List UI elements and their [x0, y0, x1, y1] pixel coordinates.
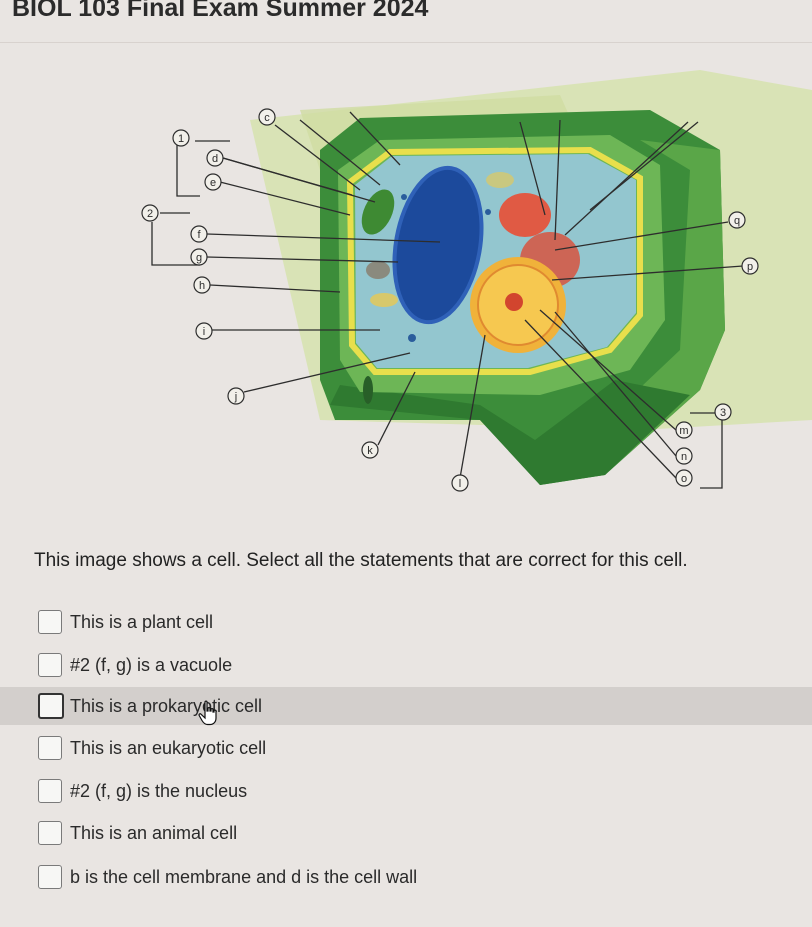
option-prokaryotic-cell[interactable]: This is a prokaryotic cell — [0, 687, 812, 725]
label-q: q — [728, 211, 746, 229]
cell-wall-bottom — [330, 380, 690, 485]
label-n: n — [675, 447, 693, 465]
label-c: c — [258, 108, 276, 126]
nucleolus — [505, 293, 523, 311]
question-prompt: This image shows a cell. Select all the … — [34, 550, 688, 571]
label-3: 3 — [714, 403, 732, 421]
ribosome-dot-3 — [408, 334, 416, 342]
label-l: l — [451, 474, 469, 492]
option-2-vacuole[interactable]: #2 (f, g) is a vacuole — [0, 646, 812, 684]
checkbox[interactable] — [38, 653, 62, 677]
golgi-body — [499, 193, 551, 237]
cell-diagram: 1 2 3 c d e f g h i j k l m n o p q — [141, 70, 812, 492]
label-i: i — [195, 322, 213, 340]
label-j-text: j — [234, 391, 237, 403]
label-q-text: q — [734, 215, 740, 227]
label-o: o — [675, 469, 693, 487]
option-label: This is a prokaryotic cell — [70, 695, 263, 716]
label-o-text: o — [681, 473, 687, 485]
option-label: #2 (f, g) is the nucleus — [70, 780, 248, 801]
label-h: h — [193, 276, 211, 294]
option-label: b is the cell membrane and d is the cell… — [70, 866, 418, 887]
label-3-text: 3 — [720, 407, 726, 419]
plasmodesma — [363, 376, 373, 404]
page-title: BIOL 103 Final Exam Summer 2024 — [12, 0, 429, 22]
option-animal-cell[interactable]: This is an animal cell — [0, 814, 812, 852]
label-h-text: h — [199, 280, 205, 292]
option-eukaryotic-cell[interactable]: This is an eukaryotic cell — [0, 729, 812, 767]
label-g: g — [190, 248, 208, 266]
label-d: d — [206, 149, 224, 167]
mitochondrion — [370, 293, 398, 307]
checkbox[interactable] — [38, 693, 64, 719]
label-l-text: l — [459, 478, 461, 490]
title-divider — [0, 42, 812, 43]
label-1-text: 1 — [178, 133, 184, 145]
label-f: f — [190, 225, 208, 243]
label-e-text: e — [210, 177, 216, 189]
label-k: k — [361, 441, 379, 459]
ribosome-dot — [401, 194, 407, 200]
label-f-text: f — [197, 229, 201, 241]
option-plant-cell[interactable]: This is a plant cell — [0, 603, 812, 641]
option-label: #2 (f, g) is a vacuole — [70, 654, 233, 675]
checkbox[interactable] — [38, 736, 62, 760]
checkbox[interactable] — [38, 610, 62, 634]
checkbox[interactable] — [38, 779, 62, 803]
label-c-text: c — [264, 112, 270, 124]
label-2-text: 2 — [147, 208, 153, 220]
label-p: p — [741, 257, 759, 275]
label-j: j — [227, 387, 245, 405]
vacuole — [392, 165, 484, 325]
ribosome-dot-2 — [485, 209, 491, 215]
option-label: This is an eukaryotic cell — [70, 737, 267, 758]
cell-wall-side — [585, 140, 725, 470]
pointer-lines — [151, 111, 744, 489]
label-k-text: k — [367, 445, 373, 457]
vesicle — [366, 261, 390, 279]
label-m: m — [675, 421, 693, 439]
cell-membrane — [346, 146, 643, 375]
hand-pointer-icon — [198, 700, 217, 726]
label-d-text: d — [212, 153, 218, 165]
option-label: This is a plant cell — [70, 611, 214, 632]
label-e: e — [204, 173, 222, 191]
option-label: This is an animal cell — [70, 822, 238, 843]
option-2-nucleus[interactable]: #2 (f, g) is the nucleus — [0, 772, 812, 810]
label-m-text: m — [679, 425, 688, 437]
mitochondrion-2 — [486, 172, 514, 188]
label-n-text: n — [681, 451, 687, 463]
checkbox[interactable] — [38, 821, 62, 845]
label-1: 1 — [172, 129, 190, 147]
label-g-text: g — [196, 252, 202, 264]
label-i-text: i — [203, 326, 205, 338]
label-2: 2 — [141, 204, 159, 222]
label-p-text: p — [747, 261, 753, 273]
checkbox[interactable] — [38, 865, 62, 889]
option-membrane-wall[interactable]: b is the cell membrane and d is the cell… — [0, 858, 812, 896]
